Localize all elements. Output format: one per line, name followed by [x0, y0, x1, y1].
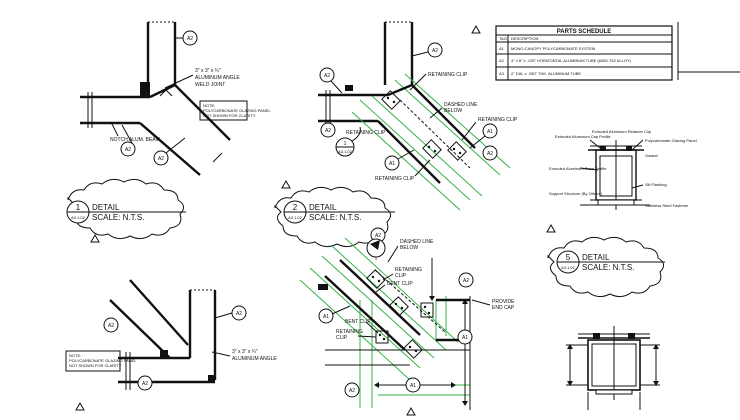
- d2-retaining-clip-2: RETAINING CLIP: [478, 117, 518, 123]
- d4-dashed-line-2: BELOW: [400, 245, 418, 251]
- tag-a2-d2d: A2: [487, 151, 493, 157]
- detail-1-title-block: 1 A3.1.02 DETAIL SCALE: N.T.S.: [66, 178, 186, 243]
- d4-provide-1: PROVIDE: [492, 299, 515, 305]
- detail-3-drawing: A2 A2 A2 3" x 3" x ¼" ALUMINUM ANGLE NOT…: [65, 279, 277, 411]
- d2-sheet-ref: A3.1.02: [288, 215, 303, 220]
- d3-note-line3: NOT SHOWN FOR CLARITY: [69, 363, 122, 368]
- d4-section-bubble: 1: [366, 238, 386, 261]
- sec-support: Support Structure (By Others): [549, 191, 603, 196]
- tag-a2-d4b: A2: [463, 278, 469, 284]
- d4-clip-3: [420, 302, 434, 318]
- sec-base: Extruded Aluminum Base Profile: [549, 166, 607, 171]
- d1-title: DETAIL: [92, 203, 120, 212]
- d4-provide-2: END CAP: [492, 305, 515, 311]
- d2-callout-ref: A3.1.02: [338, 149, 353, 154]
- d1-note-line3: NOT SHOWN FOR CLARITY: [203, 113, 256, 118]
- detail-1-drawing: A2 A2 A2 3" x 3" x ¼" ALUMINUM ANGLE WEL…: [80, 21, 271, 176]
- tag-a1-d4c: A1: [410, 383, 416, 389]
- tag-a2-d2a: A2: [432, 48, 438, 54]
- detail-5-title-block: 5 A3.1.02 DETAIL SCALE: N.T.S.: [546, 223, 665, 298]
- d1-angle-line3: WELD JOINT: [195, 82, 225, 88]
- d4-clip-4: [375, 330, 389, 344]
- detail-2-title-block: 2 A3.1.02 DETAIL SCALE: N.T.S.: [274, 179, 395, 248]
- sec-glazing: Polycarbonate Glazing Panel: [645, 138, 697, 143]
- sec-gasket: Gasket: [645, 153, 659, 158]
- tag-a1-d2a: A1: [487, 129, 493, 135]
- d2-retaining-clip-4: RETAINING CLIP: [346, 130, 386, 136]
- parts-row-2-desc: 4" x 8" x .125" HORIZONTAL ALUMINUM TUBE…: [511, 58, 632, 63]
- d2-number: 2: [293, 203, 298, 212]
- d4-retaining-clip-b1: RETAINING: [336, 329, 363, 335]
- tag-a2-d3c: A2: [142, 381, 148, 387]
- d1-angle-line1: 3" x 3" x ¼": [195, 68, 221, 74]
- d2-dashed-line-2: BELOW: [444, 108, 462, 114]
- tag-a2-d1c: A2: [158, 156, 164, 162]
- parts-header-description: DESCRIPTION: [511, 36, 538, 41]
- d1-note-line1: NOTE:: [203, 103, 215, 108]
- tag-a1-d4a: A1: [462, 335, 468, 341]
- d1-beam-label: NOTCH ALUM. BEAM: [110, 137, 160, 143]
- d5-title: DETAIL: [582, 253, 610, 262]
- d1-number: 1: [76, 203, 81, 212]
- sec-fastener: Stainless Steel Fastener: [645, 203, 689, 208]
- parts-row-2-tag: A2: [499, 58, 505, 63]
- d2-retaining-clip-1: RETAINING CLIP: [428, 72, 468, 78]
- d1-sheet-ref: A3.1.02: [71, 215, 86, 220]
- d3-note-line2: POLYCARBONATE GLAZING PANEL: [69, 358, 137, 363]
- d4-dashed-line-1: DASHED LINE: [400, 239, 434, 245]
- d4-bent-clip-1: BENT CLIP: [387, 281, 413, 287]
- tag-a1-d2b: A1: [389, 161, 395, 167]
- parts-row-1-desc: MONO-CANOPY POLYCARBONATE SYSTEM: [511, 46, 595, 51]
- section-detail-drawing: Extruded Aluminum Retainer Clip Extruded…: [549, 129, 697, 210]
- d4-retaining-clip-a1: RETAINING: [395, 267, 422, 273]
- d2-retaining-clip-3: RETAINING CLIP: [375, 176, 415, 182]
- tag-a2-d4c: A2: [349, 388, 355, 394]
- d4-retaining-clip-b2: CLIP: [336, 335, 348, 341]
- parts-schedule-table: PARTS SCHEDULE TAG DESCRIPTION A1 MONO-C…: [471, 22, 740, 81]
- tag-a1-d4b: A1: [323, 314, 329, 320]
- tag-a2-d2c: A2: [325, 128, 331, 134]
- parts-row-3-desc: 2" DIA. x .250" THK. ALUMINUM TUBE: [511, 71, 581, 76]
- d5-number: 5: [566, 253, 571, 262]
- d4-bubble-label: 1: [375, 256, 378, 261]
- d4-retaining-clip-a2: CLIP: [395, 273, 407, 279]
- d2-dashed-line-1: DASHED LINE: [444, 102, 478, 108]
- d1-scale: SCALE: N.T.S.: [92, 213, 144, 222]
- detail-5-drawing: [566, 326, 660, 410]
- sec-cap: Extruded Aluminum Cap Profile: [555, 134, 611, 139]
- tag-a2-d1a: A2: [187, 36, 193, 42]
- parts-row-1-tag: A1: [499, 46, 505, 51]
- d2-clip-1: [381, 90, 401, 110]
- d1-angle-line2: ALUMINUM ANGLE: [195, 75, 240, 81]
- tag-a2-d3b: A2: [108, 323, 114, 329]
- detail-4-drawing: A2 A2 A1 A1 A1 A2 1 DASHED LINE BELOW RE…: [299, 227, 515, 416]
- d4-bent-clip-2: BENT CLIP: [345, 319, 371, 325]
- sec-extruded-alum: Extruded Aluminum Retainer Clip: [592, 129, 652, 134]
- parts-header-tag: TAG: [499, 36, 507, 41]
- d5-scale: SCALE: N.T.S.: [582, 263, 634, 272]
- d4-clip-1: [366, 269, 386, 289]
- parts-row-3-tag: A3: [499, 71, 505, 76]
- d2-clip-2: [422, 139, 442, 159]
- d2-title: DETAIL: [309, 203, 337, 212]
- detail-2-drawing: A2 A2 A2 A1 A2 A1 1 A3.1.02 RETAINING CL…: [318, 21, 518, 211]
- parts-schedule-title: PARTS SCHEDULE: [557, 29, 612, 35]
- d3-note-line1: NOTE:: [69, 353, 81, 358]
- d4-clip-5: [403, 339, 423, 359]
- sec-sill: Sill Flashing: [645, 182, 667, 187]
- tag-a2-d4a: A2: [375, 233, 381, 239]
- d2-callout-number: 1: [344, 141, 347, 147]
- d2-scale: SCALE: N.T.S.: [309, 213, 361, 222]
- d3-angle-line1: 3" x 3" x ¼": [232, 349, 258, 355]
- d5-sheet-ref: A3.1.02: [561, 265, 576, 270]
- tag-a2-d1b: A2: [125, 147, 131, 153]
- d1-note-line2: POLYCARBONATE GLAZING PANEL: [203, 108, 271, 113]
- d4-clip-2: [389, 296, 409, 316]
- d2-clip-3: [447, 141, 467, 161]
- tag-a2-d2b: A2: [324, 73, 330, 79]
- d3-angle-line2: ALUMINUM ANGLE: [232, 356, 277, 362]
- tag-a2-d3a: A2: [236, 311, 242, 317]
